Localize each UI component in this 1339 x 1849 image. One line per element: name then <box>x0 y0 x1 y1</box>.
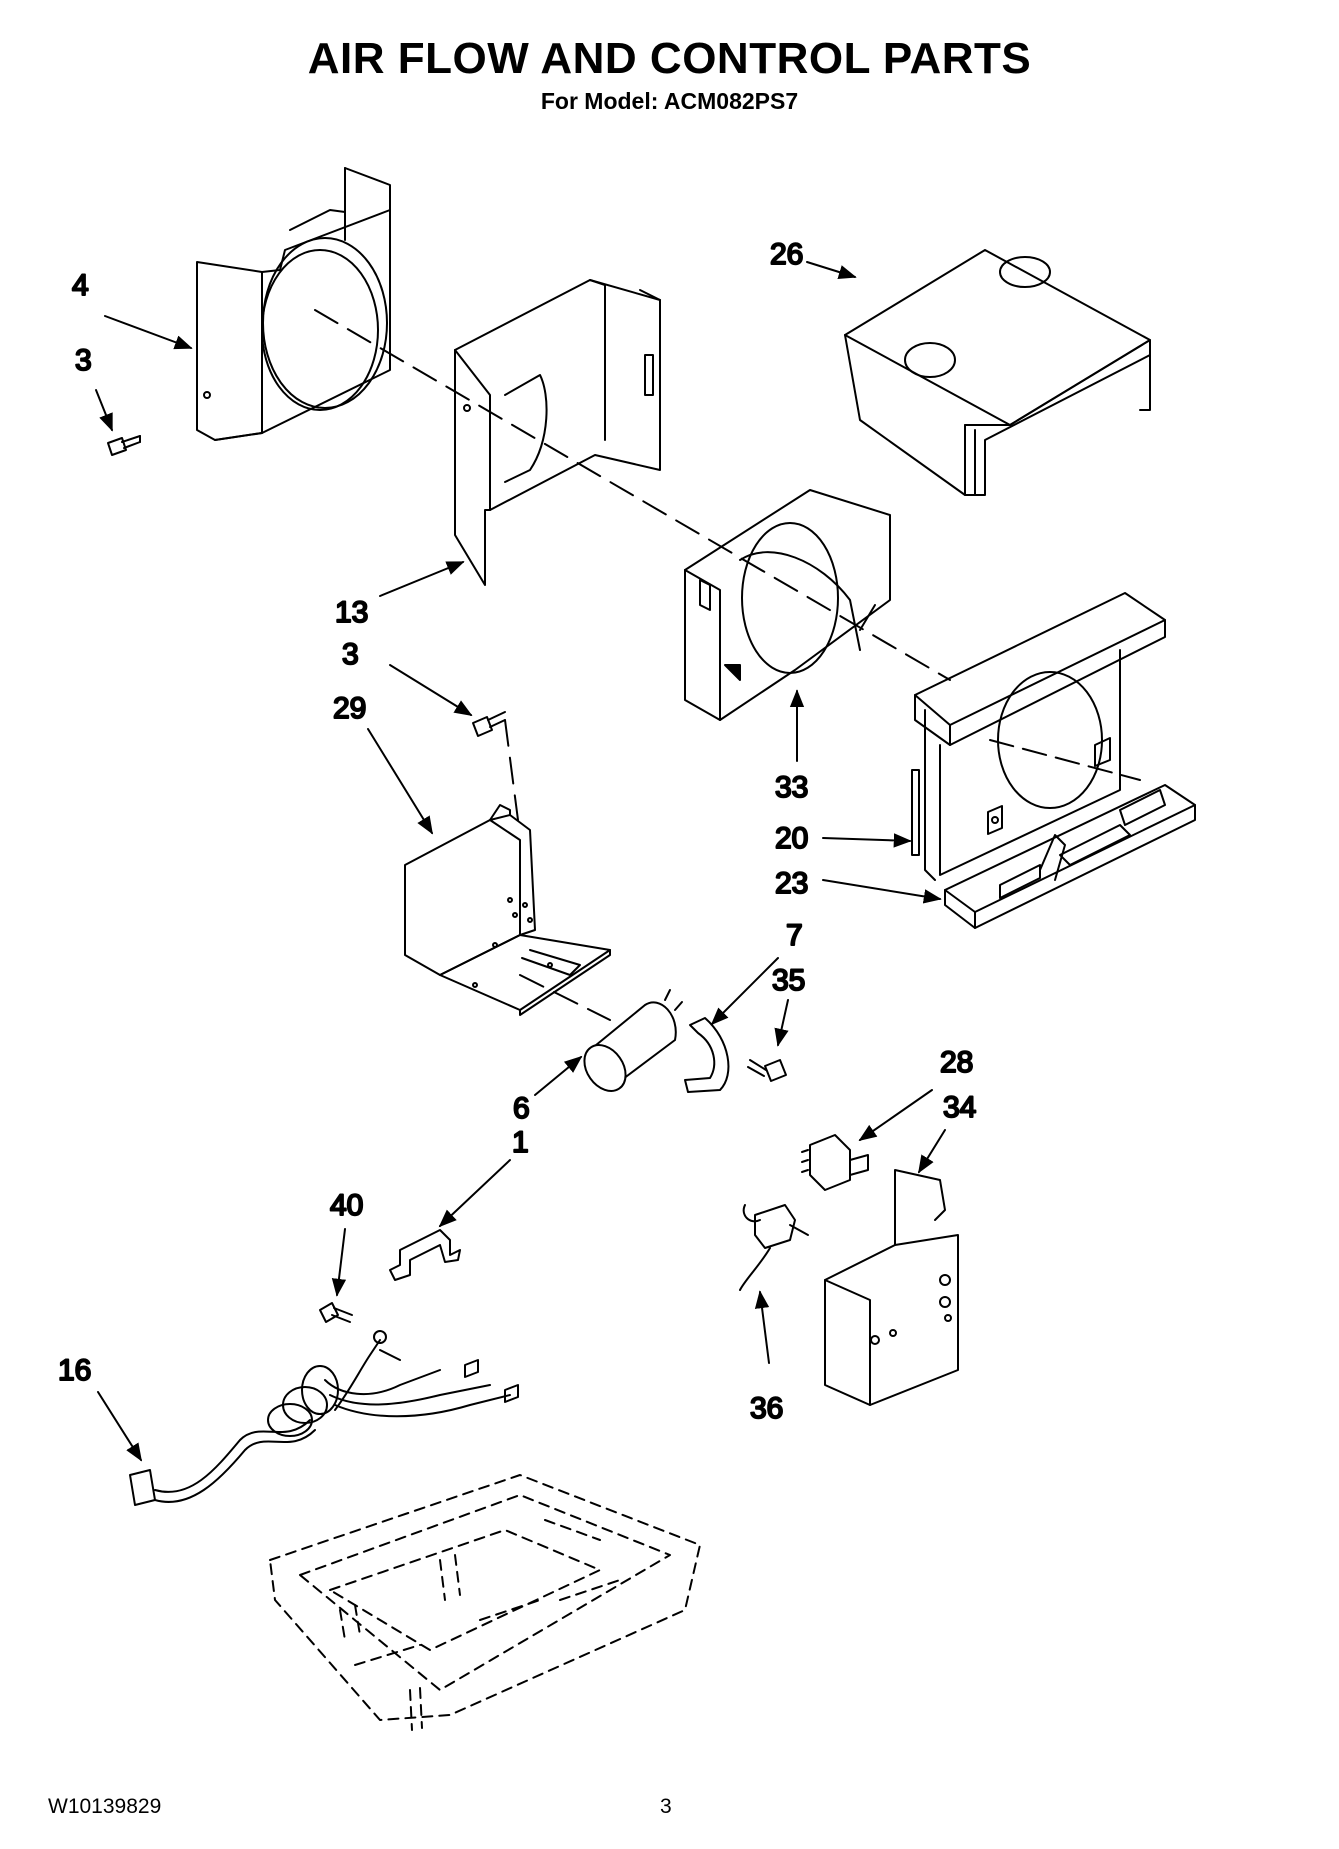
callout-36: 36 <box>750 1392 783 1425</box>
callout-33: 33 <box>775 771 808 804</box>
callout-6: 6 <box>513 1092 530 1125</box>
part-23-base-tray <box>944 784 1196 929</box>
base-pan-outline <box>269 1474 701 1731</box>
page-title: AIR FLOW AND CONTROL PARTS <box>307 34 1032 83</box>
part-16-power-cord <box>129 1330 519 1506</box>
leader-arrows <box>95 261 946 1462</box>
part-13-air-guide <box>454 279 661 586</box>
callout-3-middle: 3 <box>342 638 359 671</box>
callout-4: 4 <box>72 269 89 302</box>
part-3-screw-middle <box>472 711 506 737</box>
part-29-control-box <box>404 804 611 1016</box>
callout-16: 16 <box>58 1354 91 1387</box>
part-40-ground-screw <box>319 1302 353 1323</box>
page-number: 3 <box>660 1795 672 1818</box>
callout-20: 20 <box>775 822 808 855</box>
callout-26: 26 <box>770 238 803 271</box>
callout-13: 13 <box>335 596 368 629</box>
callout-34: 34 <box>943 1091 976 1124</box>
part-1-clamp <box>389 1229 461 1281</box>
callout-3-upper: 3 <box>75 344 92 377</box>
callout-1: 1 <box>512 1126 529 1159</box>
callout-35: 35 <box>772 964 805 997</box>
callout-28: 28 <box>940 1046 973 1079</box>
document-number: W10139829 <box>48 1795 162 1818</box>
callout-7: 7 <box>786 919 803 952</box>
part-28-switch <box>801 1134 869 1191</box>
callout-40: 40 <box>330 1189 363 1222</box>
part-6-capacitor <box>583 989 683 1092</box>
callout-23: 23 <box>775 867 808 900</box>
callout-labels: 4 3 13 26 3 29 33 20 23 7 35 6 1 28 34 4… <box>57 237 977 1426</box>
model-subtitle: For Model: ACM082PS7 <box>540 88 799 114</box>
callout-29: 29 <box>333 692 366 725</box>
assembly-centerlines <box>314 309 951 1361</box>
part-7-capacitor-strap <box>684 1017 730 1093</box>
part-34-control-bracket <box>824 1169 959 1406</box>
part-20-mounting-panel <box>911 592 1166 881</box>
part-4-shroud-panel <box>196 167 391 441</box>
part-26-top-cover <box>844 249 1151 496</box>
part-36-thermostat <box>739 1204 809 1291</box>
part-3-screw-upper <box>107 435 141 456</box>
part-35-screw <box>747 1059 787 1082</box>
part-33-scroll-housing <box>684 489 891 721</box>
